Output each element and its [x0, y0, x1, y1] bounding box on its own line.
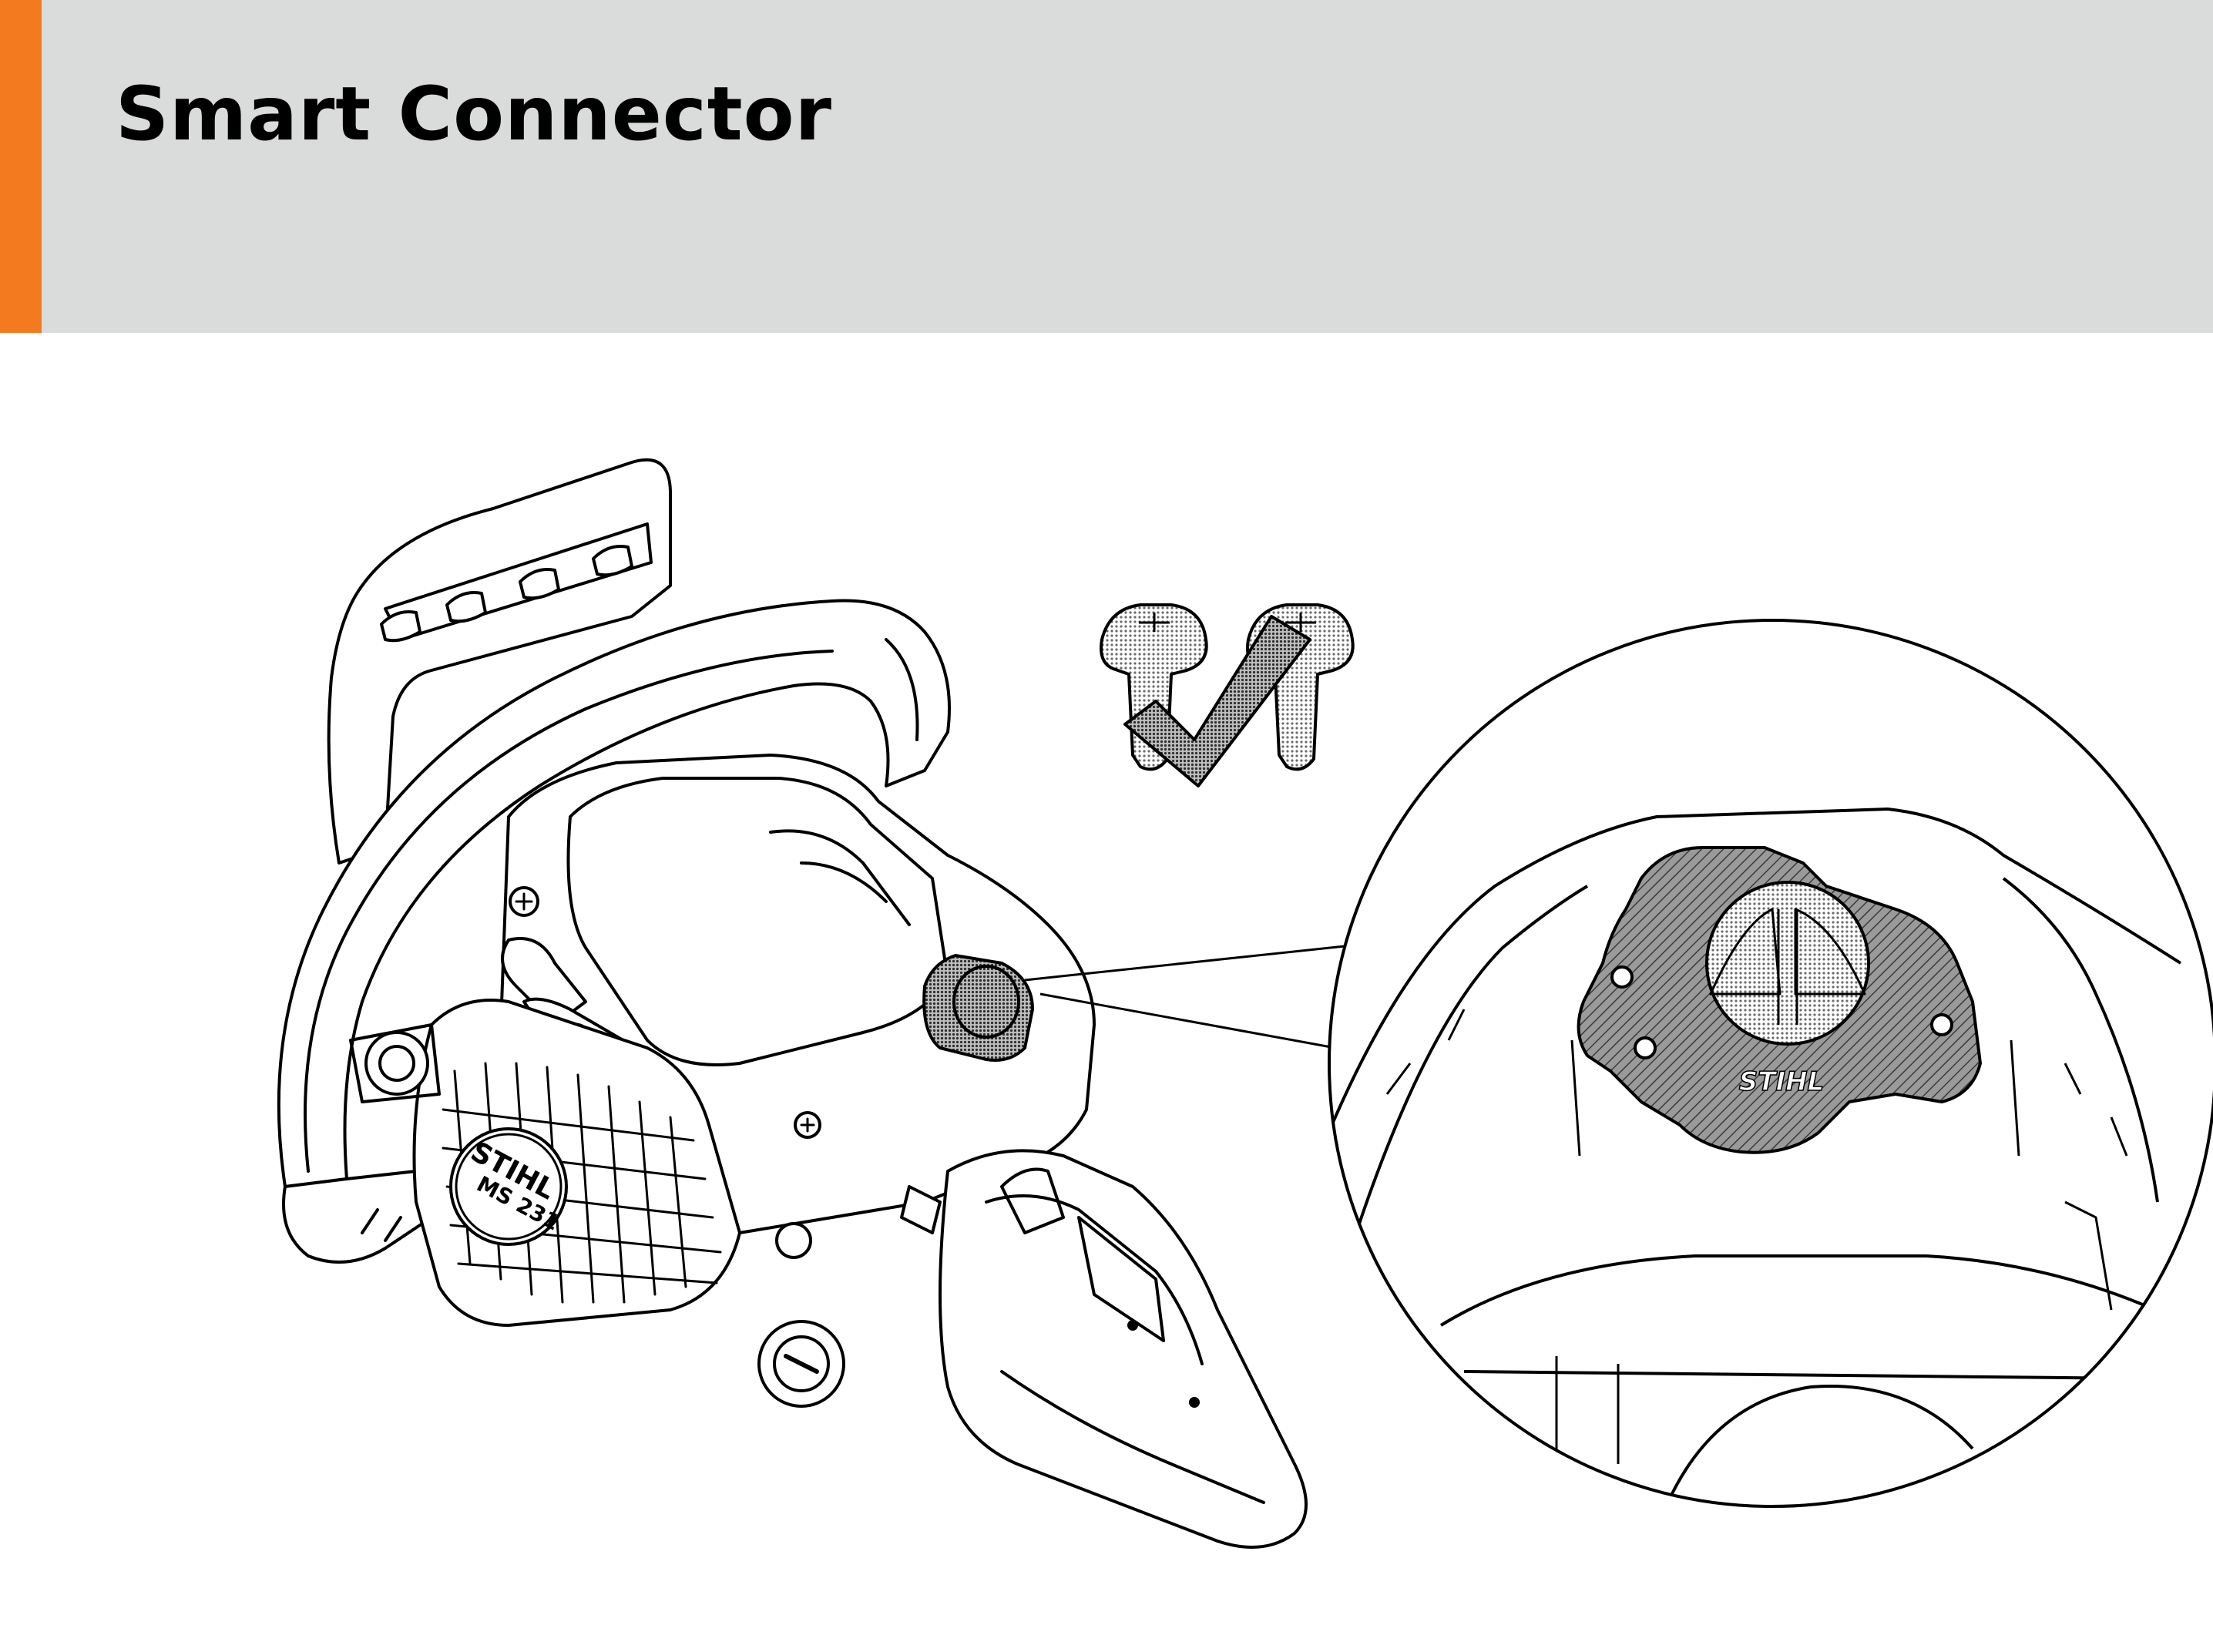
connector-brand-label: STIHL [1739, 1066, 1824, 1097]
smart-connector-on-saw [922, 954, 1034, 1062]
chainsaw-illustration [277, 458, 1308, 1549]
magnifier-callout [1024, 945, 1345, 1049]
header-band [0, 0, 2213, 333]
accent-bar [0, 0, 42, 333]
checkmark-icon [1123, 615, 1311, 787]
product-illustration: STIHL STIHL MS 231 [277, 458, 2213, 1549]
page-title: Smart Connector [116, 71, 832, 157]
detail-magnifier: STIHL [1328, 619, 2213, 1508]
smart-connector-icon [1577, 846, 1982, 1154]
